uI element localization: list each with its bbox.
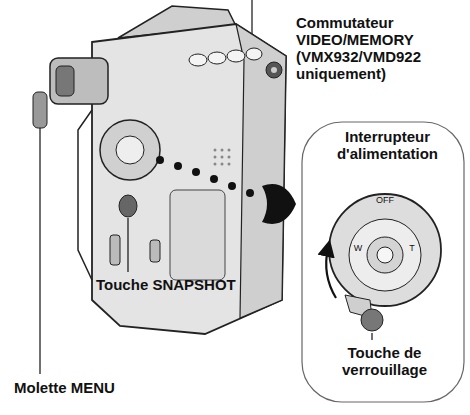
dial-marking: OFF	[370, 195, 400, 205]
dial-marking: W	[352, 243, 364, 253]
part-label: Commutateur VIDEO/MEMORY (VMX932/VMD922 …	[296, 14, 446, 82]
part-label: Touche SNAPSHOT	[96, 276, 246, 293]
part-label: Interrupteur d'alimentation	[325, 128, 450, 162]
part-label: Touche de verrouillage	[322, 344, 447, 378]
dial-marking: T	[406, 243, 418, 253]
part-label: Molette MENU	[14, 379, 164, 396]
